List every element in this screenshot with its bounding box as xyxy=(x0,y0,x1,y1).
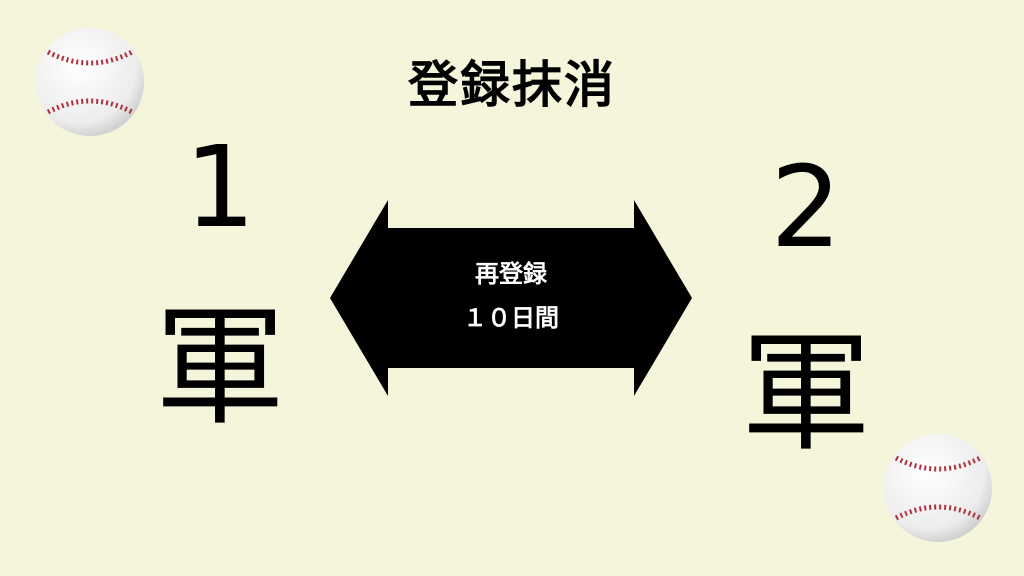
team-1-number: 1 xyxy=(184,123,256,253)
team-2-label: 軍 xyxy=(740,317,871,469)
arrow-label-line1: 再登録 xyxy=(475,260,547,288)
team-2: 2 軍 xyxy=(716,148,896,468)
baseball-icon xyxy=(34,26,146,138)
team-2-number: 2 xyxy=(770,143,842,273)
baseball-icon xyxy=(882,432,994,544)
arrow-label-line2: １０日間 xyxy=(463,304,559,332)
double-arrow: 再登録 １０日間 xyxy=(330,200,692,396)
arrow-label: 再登録 １０日間 xyxy=(330,252,692,340)
team-1-label: 軍 xyxy=(154,291,285,443)
page-title: 登録抹消 xyxy=(408,56,616,114)
team-1: 1 軍 xyxy=(130,128,310,442)
double-arrow-icon xyxy=(330,200,692,396)
